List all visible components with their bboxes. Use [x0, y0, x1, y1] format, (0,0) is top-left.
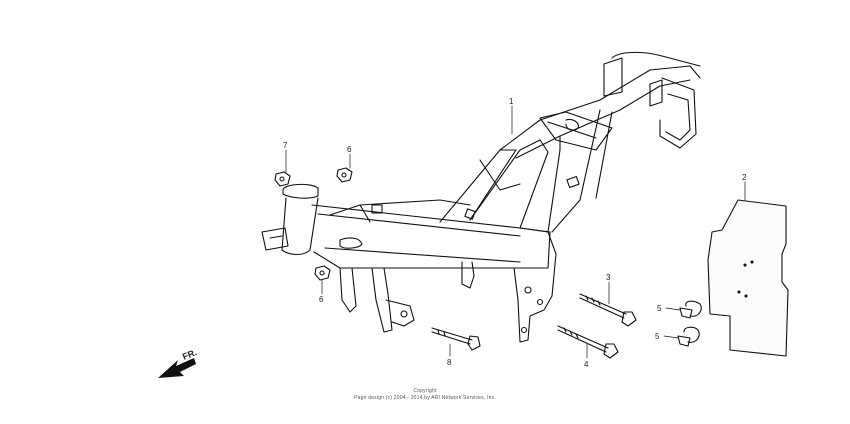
- frame-assembly: [261, 51, 701, 343]
- bolt-lower: [557, 325, 619, 359]
- bolt-upper: [579, 293, 637, 327]
- callout-bolt-upper: 3: [606, 273, 611, 282]
- callout-plate: 2: [742, 173, 747, 182]
- nut-left: [314, 265, 331, 281]
- nut-top: [336, 167, 353, 183]
- frame-plate: [707, 199, 789, 357]
- front-direction-arrow-icon: [158, 358, 196, 378]
- callout-nut-top: 6: [347, 145, 352, 154]
- clip-lower: [677, 326, 700, 347]
- callout-bolt-8: 8: [447, 358, 452, 367]
- bolt-8: [431, 327, 481, 351]
- copyright-title: Copyright: [413, 388, 437, 394]
- copyright-notice: Page design (c) 2004 - 2014 by ARI Netwo…: [354, 395, 496, 401]
- callout-nut-left: 6: [319, 295, 324, 304]
- callout-bolt-lower: 4: [584, 360, 589, 369]
- callout-nut-7: 7: [283, 141, 288, 150]
- direction-label: FR.: [181, 347, 198, 362]
- clip-upper: [679, 300, 702, 319]
- callout-frame: 1: [509, 97, 514, 106]
- nut-7: [274, 171, 291, 187]
- callout-clip-lower: 5: [655, 332, 660, 341]
- callout-clip-upper: 5: [657, 304, 662, 313]
